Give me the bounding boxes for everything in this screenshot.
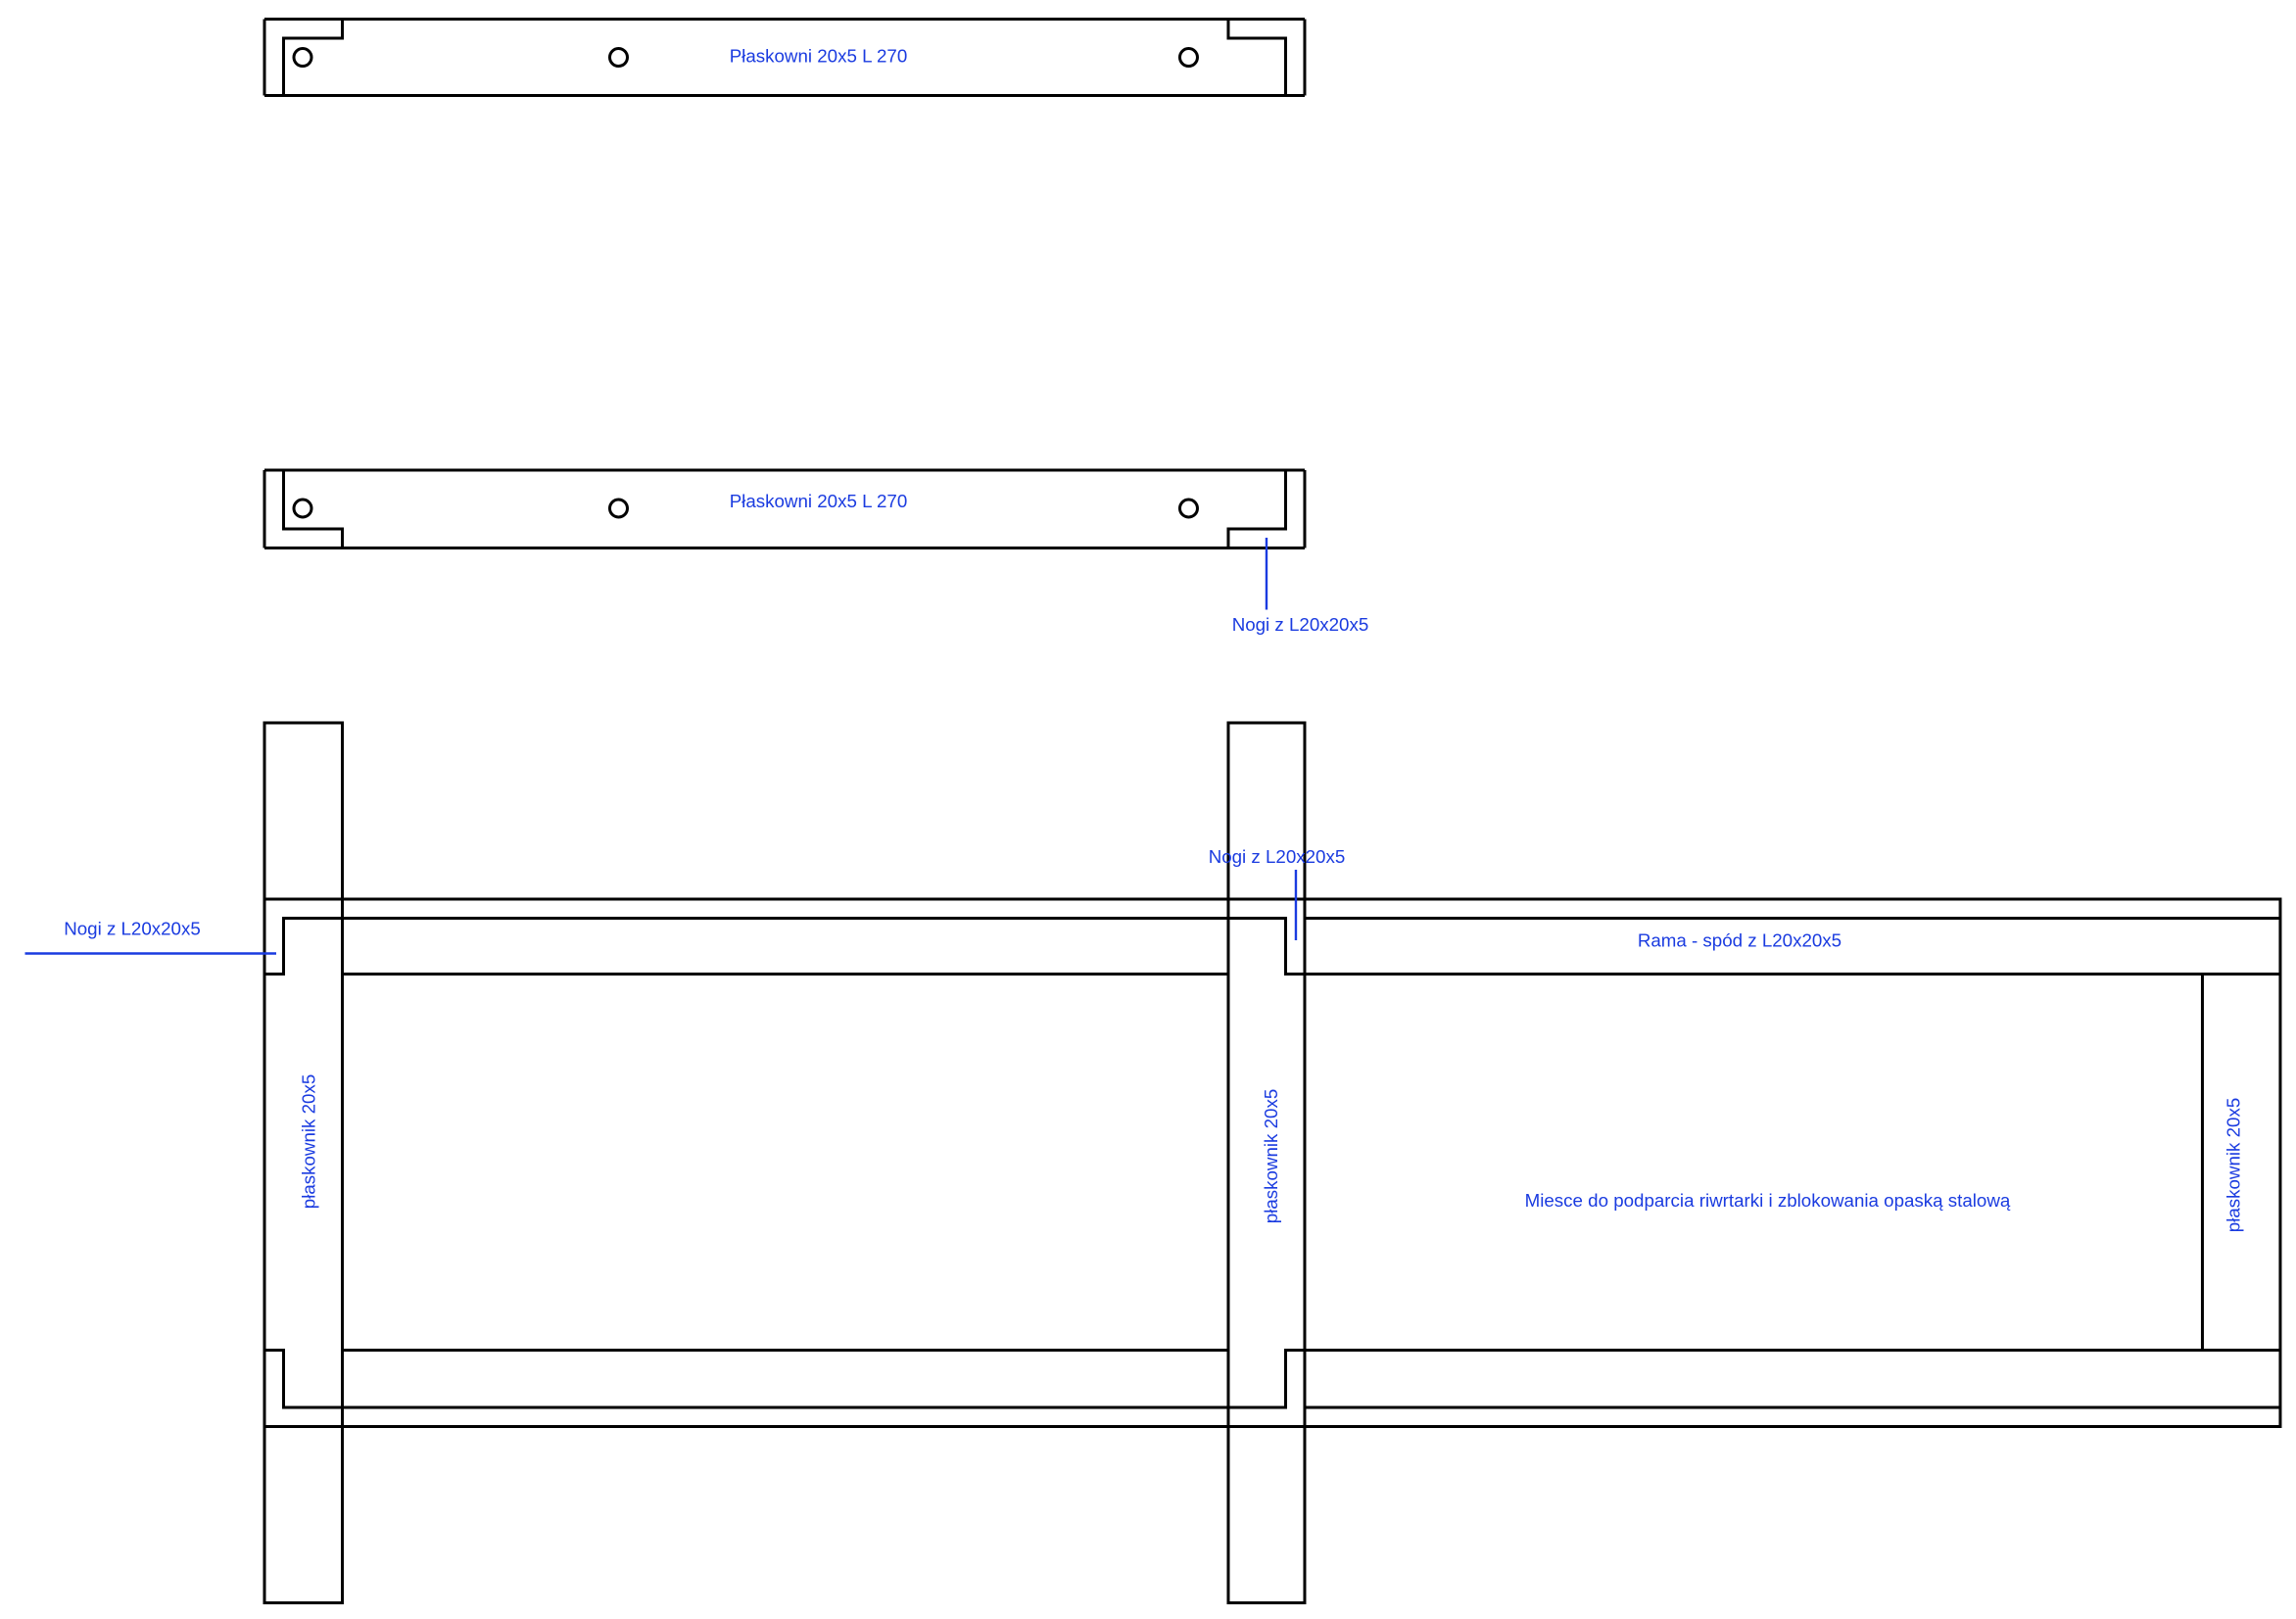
frame-assembly: Nogi z L20x20x5 Nogi z L20x20x5 Rama - s…	[24, 721, 2282, 1604]
flat-bar-vertical-middle-label: płaskownik 20x5	[1261, 1089, 1281, 1223]
legs-label-left: Nogi z L20x20x5	[64, 918, 201, 938]
support-area-label: Miesce do podparcia riwrtarki i zblokowa…	[1525, 1190, 2011, 1211]
flat-bar-vertical-right-label: płaskownik 20x5	[2223, 1098, 2243, 1232]
flat-bar-vertical-left-label: płaskownik 20x5	[298, 1074, 318, 1209]
flat-bar-second-label: Płaskowni 20x5 L 270	[730, 491, 908, 511]
frame-label: Rama - spód z L20x20x5	[1638, 929, 1842, 950]
hole-icon	[607, 47, 629, 69]
hole-icon	[292, 47, 313, 69]
flat-bar-top: Płaskowni 20x5 L 270	[263, 18, 1307, 98]
hole-icon	[607, 498, 629, 519]
leg-middle	[1226, 721, 1307, 1604]
flat-bar-top-label: Płaskowni 20x5 L 270	[730, 45, 908, 66]
hole-icon	[1177, 498, 1199, 519]
flat-bar-second: Płaskowni 20x5 L 270 Nogi z L20x20x5	[263, 468, 1369, 635]
hole-icon	[292, 498, 313, 519]
hole-icon	[1177, 47, 1199, 69]
leg-left	[263, 721, 344, 1604]
legs-label-middle: Nogi z L20x20x5	[1209, 846, 1346, 867]
legs-label-top: Nogi z L20x20x5	[1232, 614, 1369, 635]
